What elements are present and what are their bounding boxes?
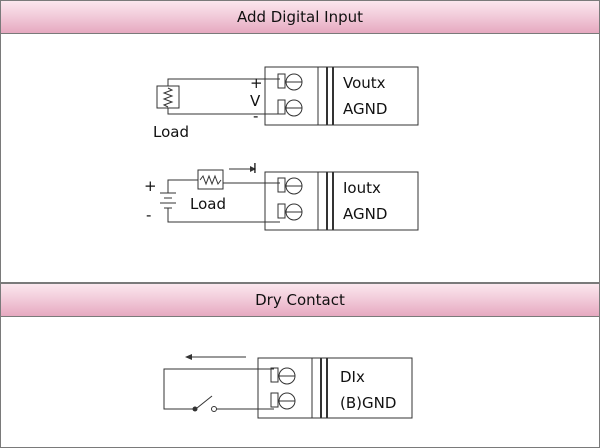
load-label: Load: [190, 195, 226, 213]
section-title: Dry Contact: [255, 291, 345, 309]
section-title: Add Digital Input: [236, 8, 364, 26]
section-header-digital-input: Add Digital Input: [0, 0, 600, 34]
minus-sign: -: [253, 107, 258, 125]
terminal-label-dix: DIx: [340, 368, 365, 386]
minus-sign: -: [146, 206, 151, 224]
dry-contact-wiring: [163, 354, 274, 412]
current-label: I: [253, 162, 257, 177]
terminal-label-ioutx: Ioutx: [343, 179, 381, 197]
dry-contact-terminal-block: DIx (B)GND: [257, 357, 413, 419]
current-wiring: + - Load I: [144, 162, 280, 224]
terminal-label-agnd: AGND: [343, 100, 387, 118]
current-terminal-block: Ioutx AGND: [264, 171, 419, 231]
section-header-dry-contact: Dry Contact: [0, 283, 600, 317]
voltage-terminal-block: Voutx AGND: [264, 66, 419, 126]
load-label: Load: [153, 123, 189, 141]
plus-sign: +: [144, 177, 157, 195]
switch-icon: [192, 406, 198, 412]
resistor-icon: [199, 174, 222, 186]
terminal-label-agnd: AGND: [343, 205, 387, 223]
plus-sign: +: [250, 74, 263, 92]
terminal-label-bgnd: (B)GND: [340, 394, 396, 412]
terminal-label-voutx: Voutx: [343, 74, 386, 92]
resistor-icon: [162, 87, 174, 108]
voltage-label: V: [250, 92, 261, 110]
voltage-wiring: Load + V -: [153, 74, 280, 141]
